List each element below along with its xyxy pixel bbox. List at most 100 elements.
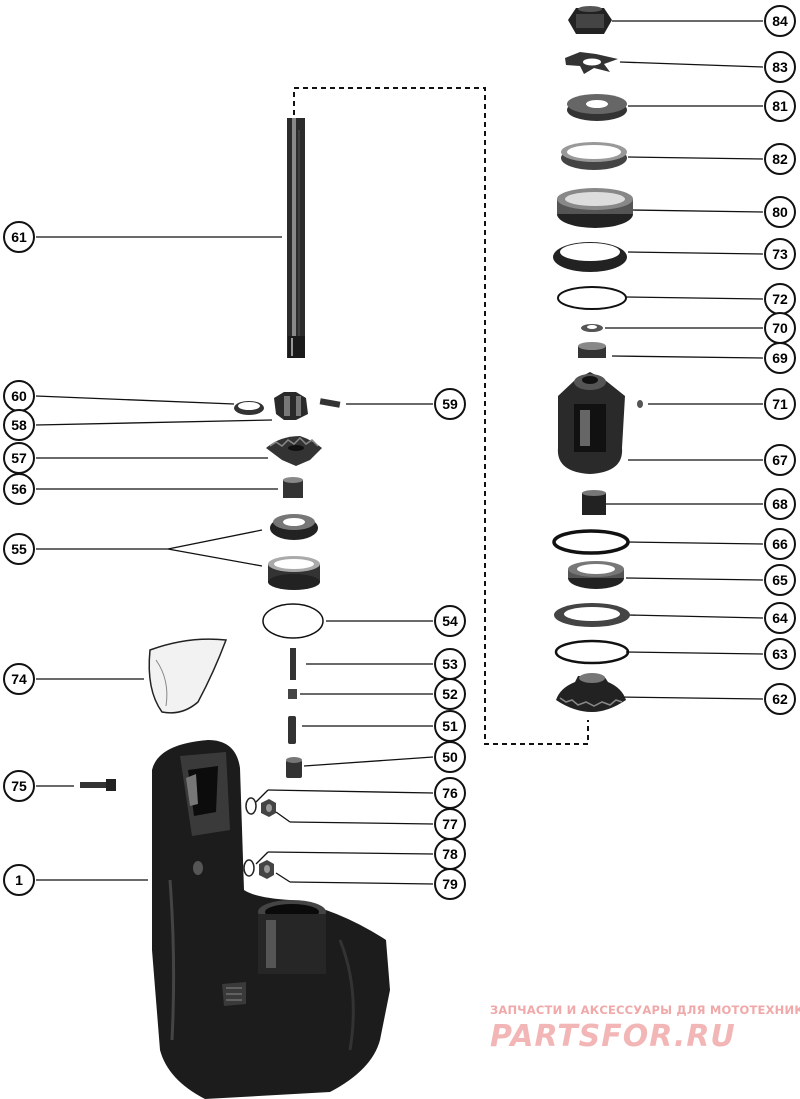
callout-number: 72 <box>772 291 788 307</box>
callout-63: 63 <box>764 638 796 670</box>
callout-circle <box>3 770 35 802</box>
callout-65: 65 <box>764 564 796 596</box>
callout-number: 79 <box>442 876 458 892</box>
callout-51: 51 <box>434 710 466 742</box>
bearing-carrier-67 <box>557 372 625 474</box>
reverse-gear-62 <box>556 673 626 712</box>
callout-84: 84 <box>764 5 796 37</box>
callout-number: 52 <box>442 686 458 702</box>
callout-55: 55 <box>3 533 35 565</box>
bearing-cup-55-bottom <box>268 556 320 590</box>
watermark-logo: PARTSFOR.RU <box>490 1019 736 1054</box>
callout-number: 63 <box>772 646 788 662</box>
callout-54: 54 <box>434 605 466 637</box>
callout-circle <box>764 143 796 175</box>
callout-number: 84 <box>772 13 788 29</box>
callout-81: 81 <box>764 90 796 122</box>
callout-circle <box>764 388 796 420</box>
callout-number: 67 <box>772 452 788 468</box>
callout-circle <box>3 409 35 441</box>
callout-number: 53 <box>442 656 458 672</box>
callout-circle <box>3 864 35 896</box>
callout-number: 80 <box>772 204 788 220</box>
oring-63 <box>554 639 630 665</box>
callout-circle <box>3 473 35 505</box>
bushing-56 <box>283 477 303 498</box>
callout-circle <box>764 51 796 83</box>
callout-number: 59 <box>442 396 458 412</box>
nut-52 <box>288 689 297 699</box>
callout-83: 83 <box>764 51 796 83</box>
bearing-55-top <box>270 514 318 540</box>
callout-78: 78 <box>434 838 466 870</box>
callout-circle <box>764 342 796 374</box>
bushing-68 <box>582 490 606 515</box>
callout-circle <box>434 741 466 773</box>
callout-number: 64 <box>772 610 788 626</box>
callout-number: 62 <box>772 691 788 707</box>
callout-68: 68 <box>764 488 796 520</box>
callout-number: 77 <box>442 816 458 832</box>
callout-circle <box>434 678 466 710</box>
callout-61: 61 <box>3 221 35 253</box>
pin-71 <box>637 400 643 408</box>
pin-59 <box>319 398 341 408</box>
callout-58: 58 <box>3 409 35 441</box>
callout-labels: 84 83 81 82 80 73 72 70 69 71 67 68 66 65 64 63 62 61 60 58… <box>3 5 796 900</box>
bearing-65 <box>568 561 624 589</box>
callout-circle <box>3 221 35 253</box>
callout-circle <box>764 683 796 715</box>
callout-number: 61 <box>11 229 27 245</box>
callout-number: 65 <box>772 572 788 588</box>
retaining-ring-72 <box>557 286 627 310</box>
gear-housing-1 <box>152 740 390 1099</box>
callout-71: 71 <box>764 388 796 420</box>
bushing-50 <box>286 757 302 778</box>
callout-53: 53 <box>434 648 466 680</box>
watermark-subtitle: ЗАПЧАСТИ И АКСЕССУАРЫ ДЛЯ МОТОТЕХНИКИ <box>490 1003 800 1017</box>
callout-number: 70 <box>772 320 788 336</box>
dashed-assembly-line <box>293 87 589 745</box>
pin-51 <box>288 716 296 744</box>
callout-number: 1 <box>15 872 23 888</box>
callout-number: 66 <box>772 536 788 552</box>
callout-number: 73 <box>772 246 788 262</box>
callout-circle <box>434 868 466 900</box>
callout-circle <box>764 638 796 670</box>
callout-circle <box>764 528 796 560</box>
callout-number: 56 <box>11 481 27 497</box>
callout-circle <box>764 602 796 634</box>
callout-circle <box>434 388 466 420</box>
callout-number: 83 <box>772 59 788 75</box>
callout-circle <box>3 533 35 565</box>
bearing-69 <box>578 342 606 358</box>
callout-circle <box>764 444 796 476</box>
callout-circle <box>434 605 466 637</box>
callout-82: 82 <box>764 143 796 175</box>
callout-number: 75 <box>11 778 27 794</box>
callout-circle <box>764 90 796 122</box>
rod-53 <box>290 648 296 680</box>
callout-57: 57 <box>3 442 35 474</box>
callout-76: 76 <box>434 777 466 809</box>
ring-60 <box>234 401 264 415</box>
washer-81 <box>567 94 627 121</box>
callout-75: 75 <box>3 770 35 802</box>
callout-circle <box>3 663 35 695</box>
shim-64 <box>554 603 630 627</box>
oring-66 <box>552 529 630 555</box>
callout-circle <box>764 564 796 596</box>
callout-number: 69 <box>772 350 788 366</box>
callout-60: 60 <box>3 380 35 412</box>
callout-74: 74 <box>3 663 35 695</box>
callout-number: 60 <box>11 388 27 404</box>
watermark: ЗАПЧАСТИ И АКСЕССУАРЫ ДЛЯ МОТОТЕХНИКИ PA… <box>490 1003 800 1054</box>
callout-67: 67 <box>764 444 796 476</box>
nut-84 <box>568 6 612 34</box>
pinion-gear-57 <box>266 436 322 466</box>
callout-number: 57 <box>11 450 27 466</box>
callout-56: 56 <box>3 473 35 505</box>
callout-circle <box>764 238 796 270</box>
callout-number: 82 <box>772 151 788 167</box>
callout-62: 62 <box>764 683 796 715</box>
